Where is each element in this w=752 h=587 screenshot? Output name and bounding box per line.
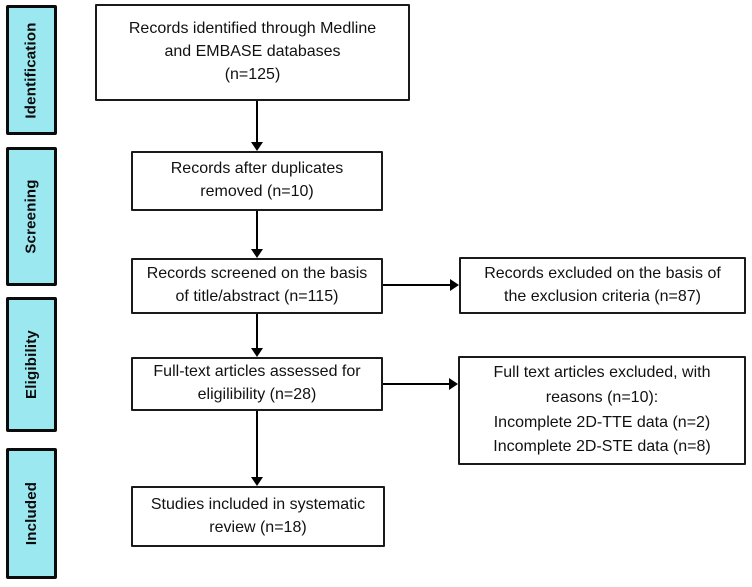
- stage-label-included: Included: [23, 481, 40, 546]
- flow-box-records-screened: Records screened on the basis of title/a…: [131, 258, 383, 314]
- flow-box-records-excluded: Records excluded on the basis of the exc…: [459, 257, 746, 314]
- flow-box-records-identified: Records identified through Medline and E…: [95, 4, 410, 101]
- flow-box-duplicates-removed-text: Records after duplicates removed (n=10): [170, 160, 344, 200]
- flow-box-duplicates-removed: Records after duplicates removed (n=10): [131, 151, 383, 211]
- flow-box-fulltext-assessed: Full-text articles assessed for eligilib…: [131, 357, 383, 411]
- flow-box-fulltext-excluded: Full text articles excluded, with reason…: [458, 356, 746, 465]
- arrow-screened-to-fulltext: [251, 314, 263, 357]
- stage-box-eligibility: Eligibility: [6, 297, 57, 432]
- flow-box-fulltext-excluded-text: Full text articles excluded, with reason…: [493, 363, 711, 456]
- arrow-duplicates-to-screened: [251, 211, 263, 258]
- flow-box-studies-included: Studies included in systematic review (n…: [131, 486, 385, 547]
- arrow-fulltext-to-excluded: [383, 378, 458, 390]
- arrow-fulltext-to-included: [251, 411, 263, 486]
- stage-box-identification: Identification: [6, 5, 57, 135]
- stage-box-screening: Screening: [6, 147, 57, 286]
- arrow-screened-to-excluded: [383, 279, 459, 291]
- stage-label-screening: Screening: [23, 179, 41, 254]
- stage-label-identification: Identification: [23, 21, 41, 119]
- flow-box-records-excluded-text: Records excluded on the basis of the exc…: [484, 264, 721, 305]
- flow-box-records-screened-text: Records screened on the basis of title/a…: [146, 265, 368, 305]
- flow-box-studies-included-text: Studies included in systematic review (n…: [150, 495, 366, 536]
- flow-box-fulltext-assessed-text: Full-text articles assessed for eligilib…: [153, 363, 361, 403]
- arrow-identified-to-duplicates: [251, 101, 263, 151]
- flow-box-records-identified-text: Records identified through Medline and E…: [128, 20, 377, 83]
- stage-label-eligibility: Eligibility: [23, 330, 40, 399]
- stage-box-included: Included: [6, 448, 57, 579]
